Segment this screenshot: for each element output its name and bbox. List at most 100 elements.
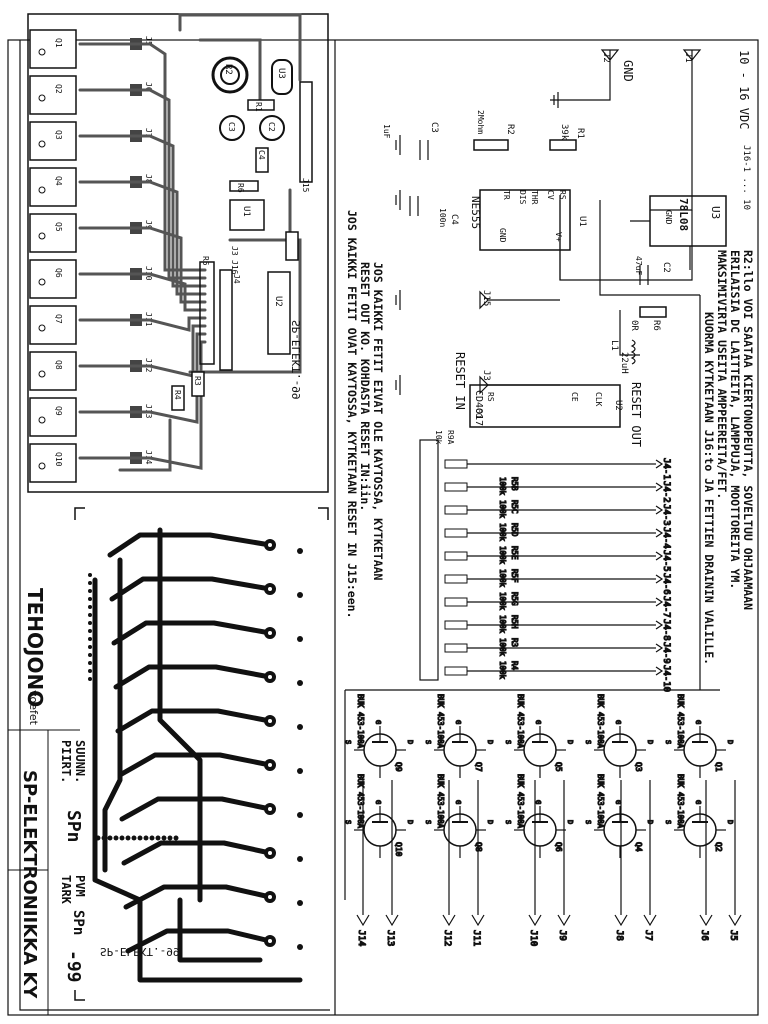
supply-label: 10 - 16 VDC	[737, 50, 751, 129]
u1-pin-dis: DIS	[518, 190, 527, 205]
mosfet-pin-g: G	[534, 720, 542, 724]
notes: R2:llo VOI SAATAA KIERTONOPEUTTA, SOVELT…	[345, 210, 755, 665]
pcb-jack-label: J9	[144, 220, 153, 230]
resnet-value: 100k	[498, 477, 507, 496]
pcb-j4-label: J4	[232, 274, 241, 284]
mosfet-label: Q9	[394, 762, 403, 772]
mosfet-pin-g: G	[694, 720, 702, 724]
title-project: TEHOJONO	[23, 588, 47, 707]
pcb-output-block	[29, 351, 77, 391]
u3-part: 78L08	[677, 198, 690, 231]
c3-label: C3	[429, 122, 439, 133]
u1-pin-cv: CV	[546, 190, 555, 200]
note-1: R2:llo VOI SAATAA KIERTONOPEUTTA, SOVELT…	[741, 250, 755, 610]
output-jack-label: J12	[442, 930, 452, 946]
output-jack-label: J8	[614, 930, 624, 941]
pcb-c3-label: C3	[227, 122, 236, 132]
resnet-label: R5D	[510, 523, 519, 537]
j4-pin-label: J4-1	[661, 458, 671, 480]
mosfet-part: BUK 453-100A	[676, 694, 685, 749]
resistor	[444, 574, 468, 584]
note-2: ERILAISIA DC LAITTEITA, LAMPPUJA, MOOTTO…	[728, 250, 742, 589]
resnet-value: 100k	[498, 638, 507, 657]
l1-value: 22uH	[619, 352, 629, 374]
title-designer: SPn	[63, 810, 84, 843]
pcb-output-label: Q8	[54, 360, 63, 370]
pcb-c3	[219, 115, 245, 141]
copper-pads	[88, 539, 303, 950]
output-jack-label: J5	[728, 930, 738, 941]
j4-pin-label: J4-7	[661, 596, 671, 618]
mosfet-label: Q10	[394, 842, 403, 857]
pcb-c2	[259, 115, 285, 141]
mosfet-pin-d: D	[486, 740, 494, 744]
mosfet-pin-d: D	[406, 820, 414, 824]
mosfet-label: Q6	[554, 842, 563, 852]
resnet-value: 100k	[498, 615, 507, 634]
mosfet-pin-g: G	[454, 800, 462, 804]
title-piirt: PIIRT.	[59, 740, 73, 783]
j15-label: J15	[481, 290, 491, 306]
u1-label: U1	[577, 216, 587, 227]
note-3: MAKSIMIVIRTA USEITA AMPPEEREITA/FET.	[715, 250, 729, 499]
mosfet-part: BUK 453-100A	[596, 774, 605, 829]
mosfet-pin-s: S	[344, 740, 352, 744]
u1-pin-thr: THR	[530, 190, 539, 205]
reset-out-label: RESET OUT	[629, 382, 643, 447]
resnet-label: R3	[510, 638, 519, 647]
resistor	[444, 505, 468, 515]
pcb-c2-label: C2	[267, 122, 276, 132]
mosfet-pin-s: S	[424, 820, 432, 824]
mosfet-pin-g: G	[374, 800, 382, 804]
pcb-output-block	[29, 213, 77, 253]
u1-pin-vplus: V+	[554, 232, 563, 242]
resnet-label: R5E	[510, 546, 519, 560]
u2-part: CD4017	[473, 390, 484, 426]
c2-label: C2	[661, 262, 671, 273]
output-jack-label: J7	[643, 930, 653, 941]
mosfet-pin-g: G	[694, 800, 702, 804]
potentiometer-r2	[211, 56, 249, 94]
pcb-output-label: Q10	[54, 452, 63, 467]
r6-value: 0R	[629, 320, 639, 331]
u2-pin-ce: CE	[570, 392, 579, 402]
pcb-output-block	[29, 75, 77, 115]
j1-label: J1	[683, 52, 693, 63]
mosfet-part: BUK 453-100A	[436, 694, 445, 749]
pcb-output-label: Q2	[54, 84, 63, 94]
pcb-output-block	[29, 305, 77, 345]
j2-label: J2	[601, 52, 611, 63]
u1-pin-rs: RS	[558, 190, 567, 200]
note-4: KUORMA KYTKETAAN J16:to JA FETTIEN DRAIN…	[702, 312, 716, 665]
pcb-output-block	[29, 29, 77, 69]
mosfet-part: BUK 453-100A	[356, 774, 365, 829]
resistor	[444, 666, 468, 676]
pcb-u1-label: U1	[241, 206, 251, 217]
u2-pin-co: CO	[474, 408, 483, 418]
mosfet-pin-s: S	[584, 740, 592, 744]
pcb-jack-label: J8	[144, 174, 153, 184]
mosfet-part: BUK 453-100A	[596, 694, 605, 749]
mosfet-pin-s: S	[664, 740, 672, 744]
resnet-value: 100k	[498, 661, 507, 680]
page-frame	[7, 39, 759, 1016]
j4-pin-label: J4-2	[661, 481, 671, 503]
pcb-output-label: Q5	[54, 222, 63, 232]
u3-gnd: GND	[664, 210, 673, 225]
resnet-value: 100k	[498, 592, 507, 611]
pcb-output-label: Q7	[54, 314, 63, 324]
mosfet-pin-g: G	[614, 720, 622, 724]
resistor	[444, 597, 468, 607]
mosfet-part: BUK 453-100A	[516, 774, 525, 829]
mosfet-pin-d: D	[566, 740, 574, 744]
copper-tracks	[92, 527, 303, 983]
output-jack-label: J10	[528, 930, 538, 946]
note-5: JOS KAIKKI FETIT EIVAT OLE KAYTOSSA, KYT…	[371, 262, 385, 581]
pcb-r6-label: R6	[236, 183, 245, 193]
